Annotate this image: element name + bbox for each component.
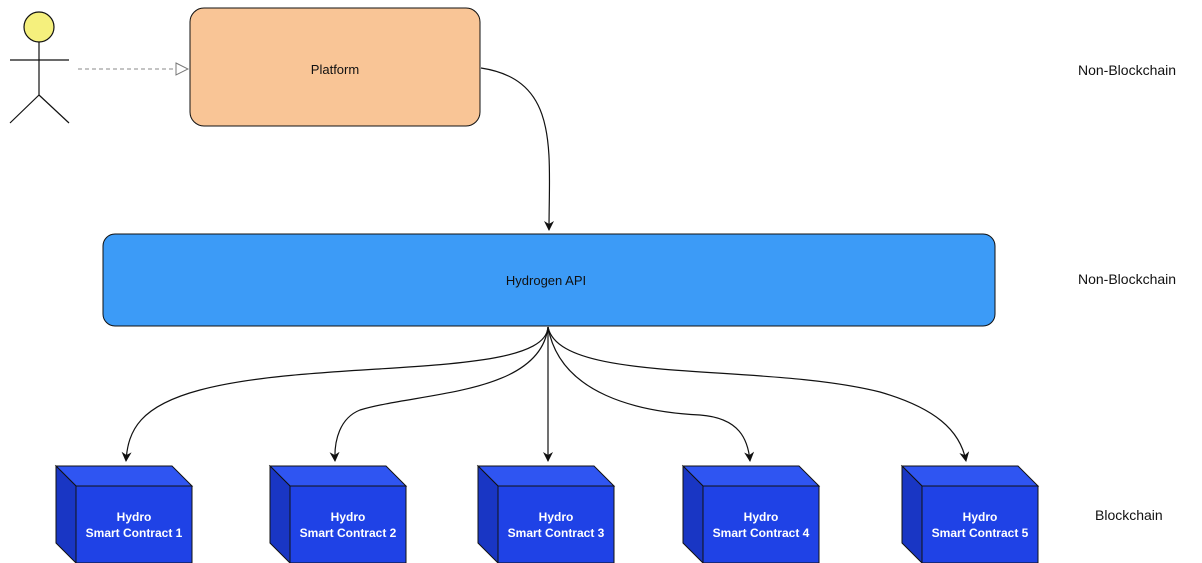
cube-front-face xyxy=(921,485,1039,563)
cube-front-face xyxy=(497,485,615,563)
arrow-to-contract-4 xyxy=(547,326,755,462)
cube-top-face xyxy=(54,465,194,487)
layer-label-api: Non-Blockchain xyxy=(1078,271,1177,287)
hydrogen-api-box: Hydrogen API xyxy=(102,233,996,327)
contract-label-line1: Hydro xyxy=(539,510,574,524)
layer-label-platform: Non-Blockchain xyxy=(1078,62,1177,78)
cube-side-face xyxy=(682,464,704,563)
cube-front-face xyxy=(702,485,820,563)
arrow-to-contract-2 xyxy=(329,326,549,462)
contract-label-line1: Hydro xyxy=(117,510,152,524)
contract-label-line2: Smart Contract 2 xyxy=(300,526,397,540)
arrow-to-contract-5 xyxy=(547,326,970,462)
contract-label-line2: Smart Contract 3 xyxy=(508,526,605,540)
contract-label-line1: Hydro xyxy=(963,510,998,524)
hydrogen-api-label: Hydrogen API xyxy=(506,273,586,288)
layer-label-contracts: Blockchain xyxy=(1095,507,1163,523)
cube-front-face xyxy=(289,485,407,563)
platform-label: Platform xyxy=(311,62,359,77)
platform-box: Platform xyxy=(189,7,481,127)
cube-top-face xyxy=(681,465,821,487)
cube-side-face xyxy=(55,464,77,563)
user-actor-icon xyxy=(9,11,70,124)
contract-label-line2: Smart Contract 4 xyxy=(713,526,810,540)
cube-front-face xyxy=(75,485,193,563)
cube-side-face xyxy=(901,464,923,563)
arrow-to-contract-1 xyxy=(121,326,549,462)
contract-label-line2: Smart Contract 1 xyxy=(86,526,183,540)
cube-top-face xyxy=(476,465,616,487)
cube-side-face xyxy=(269,464,291,563)
contract-label-line1: Hydro xyxy=(744,510,779,524)
cube-top-face xyxy=(900,465,1040,487)
cube-top-face xyxy=(268,465,408,487)
contract-label-line1: Hydro xyxy=(331,510,366,524)
api-to-contract-arrows xyxy=(121,326,970,462)
contract-label-line2: Smart Contract 5 xyxy=(932,526,1029,540)
cube-side-face xyxy=(477,464,499,563)
platform-to-api-arrow xyxy=(480,67,555,231)
